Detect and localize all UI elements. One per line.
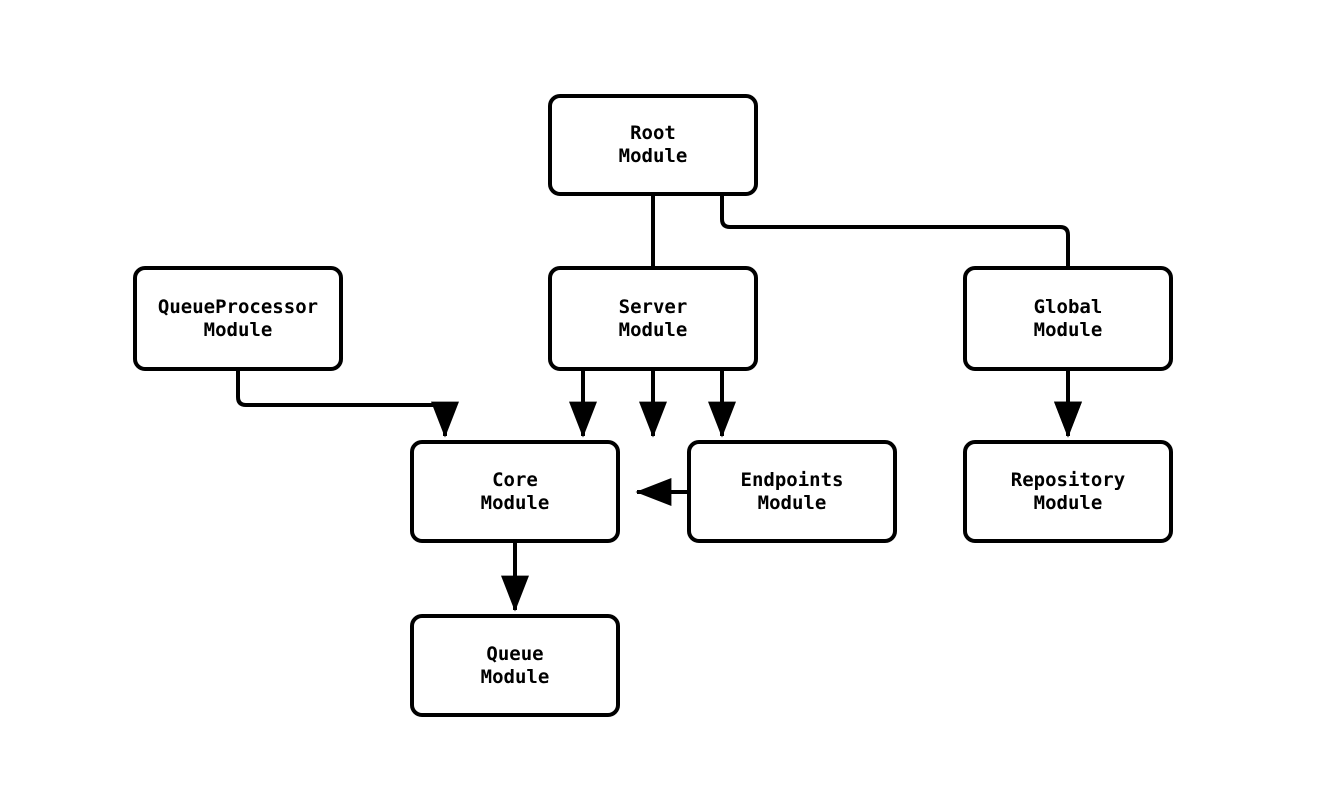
node-label-secondary: Module — [203, 318, 273, 341]
edge-queueprocessor-to-core — [236, 371, 459, 438]
node-label-primary: Core — [492, 468, 538, 491]
node-label-secondary: Module — [618, 145, 688, 167]
edge-root-to-global — [720, 196, 1082, 438]
node-label-primary: Global — [1033, 295, 1103, 318]
node-label-secondary: Module — [1033, 491, 1103, 514]
node-label-secondary: Module — [618, 318, 688, 341]
node-label-primary: QueueProcessor — [157, 295, 319, 318]
node-label-secondary: Module — [757, 491, 827, 514]
node-label-primary: Endpoints — [740, 468, 844, 491]
node-label-primary: Queue — [486, 642, 544, 665]
node-label-secondary: Module — [1033, 318, 1103, 341]
node-label-primary: Server — [618, 295, 688, 318]
node-label-primary: Repository — [1010, 468, 1126, 491]
node-label-secondary: Module — [480, 665, 550, 688]
node-label-primary: Root — [630, 122, 676, 144]
node-label-secondary: Module — [480, 491, 550, 514]
